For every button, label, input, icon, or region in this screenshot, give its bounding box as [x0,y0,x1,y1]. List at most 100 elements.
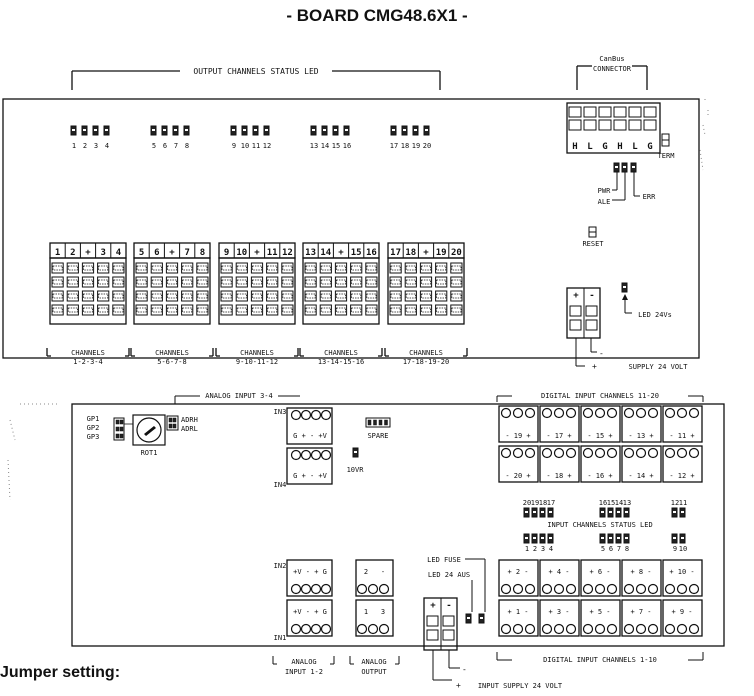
led-highlight [163,129,166,131]
terminal-dots [151,265,162,271]
channels-label: CHANNELS [409,349,443,357]
led-highlight [673,537,676,539]
terminal-dots [451,265,462,271]
jumper-pin [172,417,177,423]
terminal-dots [221,293,232,299]
canbus-slot [568,106,582,118]
digital-terminal-label: + 2 - [507,568,528,576]
output-led-number: 16 [343,142,351,150]
channels-range-label: 5-6-7-8 [157,358,187,366]
led-highlight [480,617,483,619]
in2-label: IN2 [274,562,287,570]
terminal-dots [405,307,416,313]
jumper-pin [119,419,124,425]
terminal-dots [320,307,331,313]
terminal-hole-icon [541,407,553,419]
connector-terminal-number: 4 [116,248,122,258]
terminal-hole-icon [582,623,594,635]
terminal-hole-icon [635,583,647,595]
terminal-dots [221,307,232,313]
led-highlight [673,511,676,513]
input-supply-plus-marker: + [456,681,461,690]
led-highlight [533,537,536,539]
jumper-pin [373,419,377,426]
connector-terminal-number: 17 [390,248,401,258]
channels-label: CHANNELS [324,349,358,357]
led-24vs-label: LED 24Vs [638,311,672,319]
terminal-hole-icon [688,623,700,635]
terminal-hole-icon [647,447,659,459]
rotary-pointer [144,426,156,436]
ale-label: ALE [598,198,611,206]
terminal-dots [182,293,193,299]
digital-connector-upper [621,405,662,443]
digital-terminal-label: - 19 + [505,432,530,440]
output-led-number: 2 [83,142,87,150]
terminal-dots [136,279,147,285]
input-led-number: 3 [541,545,545,553]
terminal-dots [98,265,109,271]
terminal-dots [52,279,63,285]
terminal-hole-icon [582,447,594,459]
terminal-hole-icon [676,407,688,419]
terminal-dots [305,279,316,285]
connector-block [387,257,465,325]
gp1-label: GP1 [87,415,100,423]
analog-in2-terms: +V - + G [293,568,327,576]
terminal-dots [451,293,462,299]
terminal-screw-slot [442,629,455,641]
jumper-pin [115,433,120,439]
analog-in3-terms: G + - +V [293,432,328,440]
connector-terminal-number: 12 [282,248,293,258]
terminal-dots [166,265,177,271]
bottom-board-outline [71,403,725,647]
terminal-screw-slot [442,615,455,627]
digital-connector-lower [662,559,703,597]
led-highlight [232,129,235,131]
digital-terminal-label: - 12 + [669,472,694,480]
input-supply-minus: - [446,601,451,611]
terminal-dots [320,265,331,271]
led-highlight [533,511,536,513]
terminal-screw-slot [585,319,598,331]
connector-block [49,257,127,325]
terminal-dots [267,293,278,299]
output-led-number: 11 [252,142,260,150]
terminal-dots [436,279,447,285]
terminal-hole-icon [606,583,618,595]
digital-connector-lower [621,559,662,597]
led-highlight [345,129,348,131]
terminal-dots [335,265,346,271]
terminal-dots [197,307,208,313]
terminal-dots [151,279,162,285]
terminal-hole-icon [310,449,322,461]
in3-label: IN3 [274,408,287,416]
input-led-number: 19 [531,499,539,507]
digital-terminal-label: - 13 + [628,432,653,440]
digital-connector-upper [621,445,662,483]
output-led-number: 5 [152,142,156,150]
board-edge-dots [7,403,60,501]
input-led-number: 9 [673,545,677,553]
digital-terminal-label: - 11 + [669,432,694,440]
terminal-hole-icon [500,447,512,459]
jumper-pin [168,417,173,423]
terminal-hole-icon [553,407,565,419]
terminal-dots [405,265,416,271]
terminal-dots [236,265,247,271]
terminal-hole-icon [524,583,536,595]
terminal-dots [83,307,94,313]
terminal-hole-icon [553,623,565,635]
led-highlight [265,129,268,131]
supply-plus-marker: + [592,362,597,371]
output-led-number: 1 [72,142,76,150]
canbus-slot [613,119,627,131]
terminal-hole-icon [647,623,659,635]
terminal-screw-slot [585,305,598,317]
led-highlight [549,537,552,539]
terminal-dots [351,265,362,271]
terminal-hole-icon [320,623,332,635]
terminal-dots [251,279,262,285]
terminal-dots [67,265,78,271]
jumper-pin [168,423,173,429]
